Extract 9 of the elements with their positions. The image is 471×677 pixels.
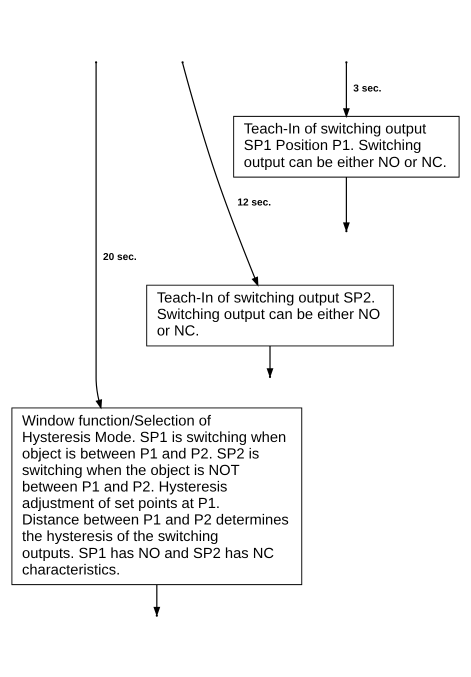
edge-label: 3 sec. (353, 82, 382, 94)
node-box: Teach-In of switching output SP1 Position P1. Switching output can be either NO or NC. (233, 115, 460, 178)
edge-label: 12 sec. (237, 196, 272, 208)
node-box: Teach-In of switching output SP2. Switching output can be either NO or NC. (146, 284, 394, 346)
node-box: Window function/Selection of Hysteresis Mode. SP1 is switching when object is between P1 and P2. SP2 is switching when the object is NOT between P1 and P2. Hysteresis adjustment of set points at P1. Distance between P1 and P2 determines the hysteresis of the switching outputs. SP1 has NO and SP2 has NC characteristics. (11, 407, 302, 585)
arrow (95, 62, 102, 409)
arrow (182, 62, 258, 286)
edge-label: 20 sec. (102, 252, 137, 263)
arrow (342, 62, 350, 118)
